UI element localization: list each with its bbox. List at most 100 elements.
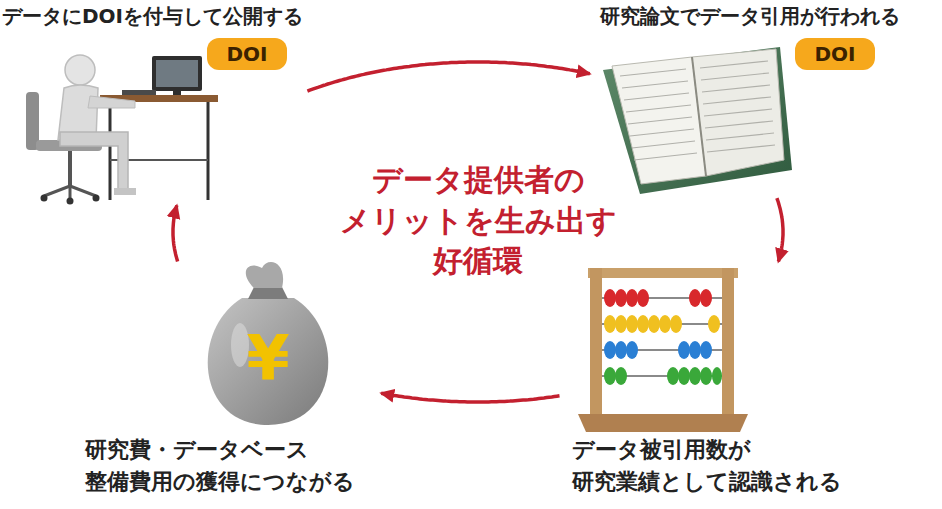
stage-node: データ被引用数が 研究業績として認識される <box>560 262 860 505</box>
book-illustration <box>706 133 774 140</box>
person-at-desk <box>156 60 198 87</box>
abacus-illustration <box>604 367 616 385</box>
abacus-illustration <box>602 298 722 376</box>
abacus-illustration <box>590 268 602 418</box>
abacus-illustration <box>678 341 690 359</box>
abacus-illustration <box>604 341 712 359</box>
abacus-illustration <box>578 414 748 432</box>
abacus-illustration <box>626 341 638 359</box>
book-illustration <box>692 49 784 176</box>
abacus-illustration <box>689 289 701 307</box>
abacus-illustration <box>700 367 712 385</box>
person-at-desk <box>173 90 181 95</box>
abacus-illustration <box>604 315 720 333</box>
person-at-desk <box>207 102 210 200</box>
badge-text: DOI <box>814 42 855 66</box>
person-at-desk <box>93 195 100 202</box>
abacus-illustration <box>689 341 701 359</box>
person-at-desk <box>114 188 136 195</box>
abacus-illustration <box>615 367 627 385</box>
abacus-illustration <box>604 289 616 307</box>
abacus-illustration <box>604 367 722 385</box>
book-illustration <box>703 97 771 104</box>
abacus-illustration <box>615 315 627 333</box>
person-at-desk <box>88 96 135 108</box>
abacus-illustration <box>659 315 671 333</box>
cycle-arrow <box>307 62 589 91</box>
doi-badge: DOI <box>207 38 287 70</box>
stage-caption: データ被引用数が 研究業績として認識される <box>572 434 852 498</box>
abacus-illustration <box>689 367 701 385</box>
book-illustration <box>620 61 775 160</box>
person-at-desk <box>122 90 156 95</box>
abacus-illustration <box>626 289 638 307</box>
abacus-illustration <box>615 289 627 307</box>
abacus-illustration <box>648 315 660 333</box>
abacus-illustration <box>667 367 679 385</box>
abacus-illustration <box>637 315 649 333</box>
stage-node: 研究費・データベース 整備費用の獲得につながる <box>80 262 380 505</box>
abacus-illustration <box>670 315 682 333</box>
stage-node: データにDOIを付与して公開する DOI <box>2 2 307 205</box>
book-illustration <box>707 145 775 152</box>
abacus-illustration <box>678 367 690 385</box>
book-illustration <box>603 47 792 194</box>
abacus-illustration <box>637 289 649 307</box>
stage-caption: データにDOIを付与して公開する <box>2 2 303 31</box>
book-illustration <box>634 153 697 160</box>
money-bag <box>208 298 329 425</box>
person-at-desk <box>67 198 74 205</box>
book-illustration <box>630 129 694 136</box>
abacus-illustration <box>626 315 638 333</box>
abacus-illustration <box>588 268 738 278</box>
book-illustration <box>628 117 692 124</box>
book-illustration <box>702 85 770 92</box>
abacus-illustration <box>604 341 616 359</box>
person-at-desk <box>69 186 72 199</box>
abacus-illustration <box>700 341 712 359</box>
book-illustration <box>700 61 768 68</box>
person-at-desk <box>65 55 95 85</box>
person-at-desk <box>70 186 96 196</box>
cycle-arrow <box>173 205 178 261</box>
abacus-illustration <box>722 268 734 418</box>
stage-node: 研究論文でデータ引用が行われる DOI <box>590 2 936 197</box>
stage-caption: 研究費・データベース 整備費用の獲得につながる <box>85 434 375 498</box>
person-at-desk <box>44 186 70 196</box>
book-illustration <box>704 109 772 116</box>
badge-text: DOI <box>226 42 267 66</box>
abacus-illustration <box>708 315 720 333</box>
cycle-arrow <box>777 198 783 261</box>
abacus-illustration <box>700 289 712 307</box>
abacus-illustration <box>604 289 712 307</box>
book-illustration <box>705 121 773 128</box>
yen-symbol: ¥ <box>238 322 298 396</box>
person-at-desk <box>152 56 202 91</box>
book-illustration <box>692 57 706 176</box>
cycle-title: データ提供者の メリットを生み出す 好循環 <box>333 160 623 282</box>
abacus-illustration <box>604 315 616 333</box>
money-bag <box>231 323 249 367</box>
abacus-illustration <box>578 268 748 432</box>
cycle-arrow <box>381 393 559 402</box>
money-bag <box>208 262 329 425</box>
book-illustration <box>632 141 695 148</box>
money-bag <box>248 287 288 299</box>
book-illustration <box>624 93 689 100</box>
book-illustration <box>620 69 686 76</box>
abacus-illustration <box>615 341 627 359</box>
book-illustration <box>612 57 706 184</box>
person-at-desk <box>60 132 128 190</box>
book-illustration <box>701 73 769 80</box>
stage-caption: 研究論文でデータ引用が行われる <box>600 2 900 31</box>
book-illustration <box>603 47 792 194</box>
person-at-desk <box>109 102 112 200</box>
person-at-desk <box>41 195 48 202</box>
abacus-illustration <box>712 367 722 385</box>
book-illustration <box>626 105 691 112</box>
money-bag <box>246 262 283 288</box>
doi-badge: DOI <box>795 38 875 70</box>
person-at-desk <box>68 151 72 186</box>
book-illustration <box>622 81 688 88</box>
